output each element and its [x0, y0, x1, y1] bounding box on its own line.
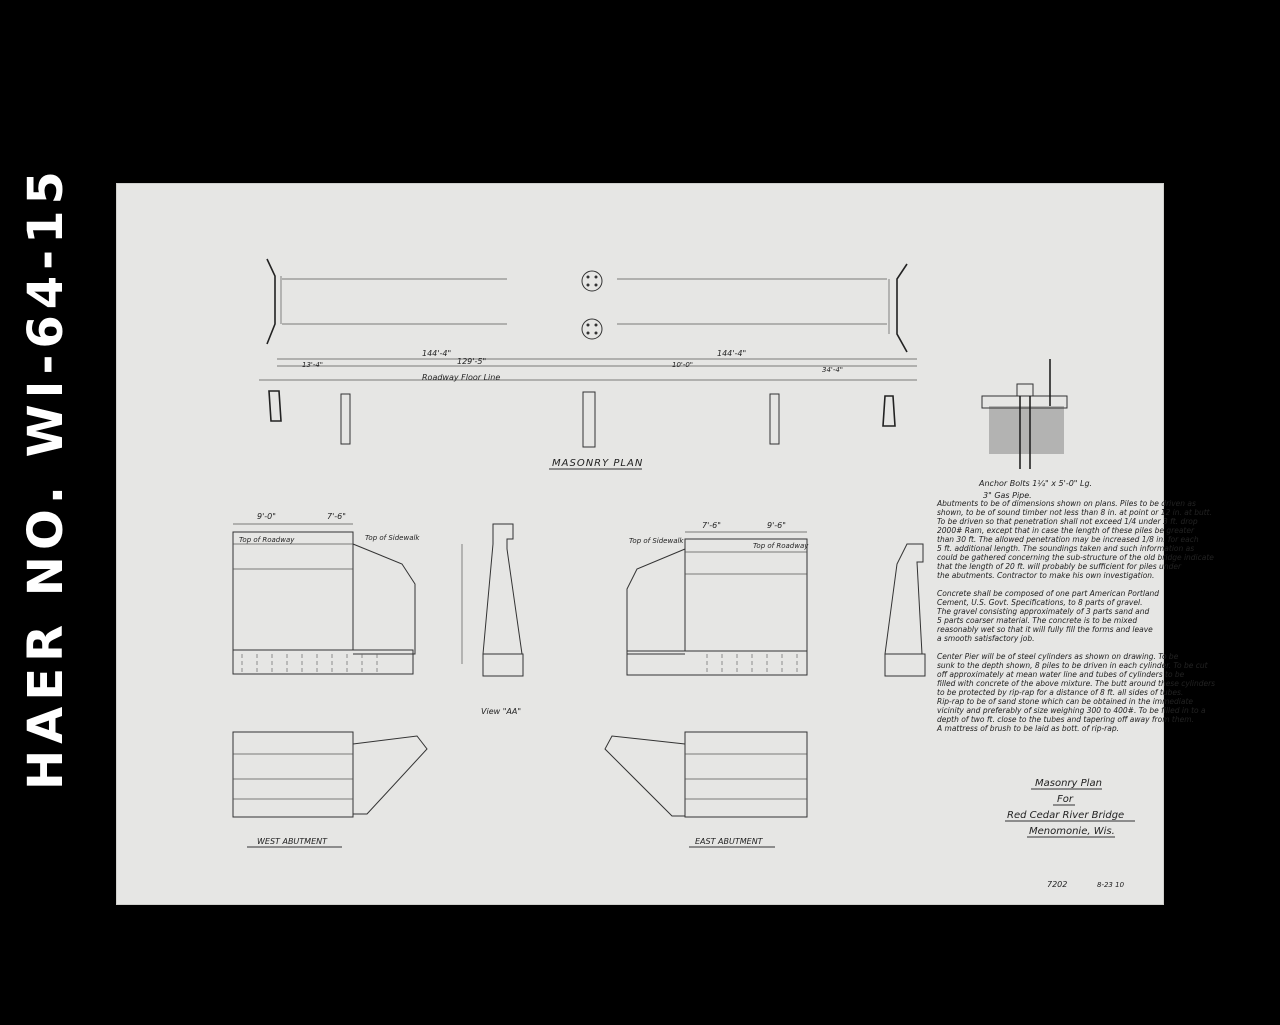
concrete-note: 5 parts coarser material. The concrete i…	[937, 616, 1137, 625]
pier-note: sunk to the depth shown, 8 piles to be d…	[937, 661, 1209, 670]
drawing-svg: 144'-4" 129'-5" 144'-4" 13'-4" 10'-0" 34…	[232, 258, 1215, 889]
abutment-wall	[232, 531, 354, 651]
concrete-note: reasonably wet so that it will fully fil…	[937, 625, 1153, 634]
pier-pile	[582, 391, 596, 448]
dim-13: 13'-4"	[302, 361, 323, 369]
title-block: Masonry Plan For Red Cedar River Bridge …	[1005, 778, 1135, 889]
dim-144-right: 144'-4"	[717, 349, 746, 358]
note-line: Abutments to be of dimensions shown on p…	[936, 499, 1196, 508]
dim-w1: 9'-0"	[257, 512, 276, 521]
pier-note: off approximately at mean water line and…	[937, 670, 1185, 679]
dim-e1: 7'-6"	[702, 521, 721, 530]
note-line: To be driven so that penetration shall n…	[937, 517, 1198, 526]
west-pile	[268, 390, 282, 422]
east-abutment-plan-shape	[896, 263, 908, 353]
anchor-bolt-detail: Anchor Bolts 1¼" x 5'-0" Lg. 3" Gas Pipe…	[978, 359, 1092, 500]
west-abutment-plan-shape	[266, 258, 276, 345]
pier-note: to be protected by rip-rap for a distanc…	[937, 688, 1183, 697]
title-line-1: Masonry Plan	[1035, 778, 1102, 789]
note-line: than 30 ft. The allowed penetration may …	[937, 535, 1199, 544]
dim-129: 129'-5"	[457, 357, 486, 366]
title-line-3: Red Cedar River Bridge	[1007, 810, 1124, 821]
east-abutment-elevation: 7'-6" 9'-6" Top of Sidewalk Top of Roadw…	[604, 521, 809, 848]
gas-pipe-text: 3" Gas Pipe.	[983, 491, 1032, 500]
pile	[340, 393, 351, 445]
dim-34: 34'-4"	[822, 366, 843, 374]
east-pile	[882, 395, 896, 427]
note-line: could be gathered concerning the sub-str…	[937, 553, 1214, 562]
top-of-roadway-label: Top of Roadway	[753, 542, 809, 550]
abutment-wall	[684, 538, 808, 652]
pier-cylinder	[581, 270, 603, 292]
drawing-sheet: 144'-4" 129'-5" 144'-4" 13'-4" 10'-0" 34…	[116, 183, 1215, 905]
pile	[769, 393, 780, 445]
dim-10: 10'-0"	[672, 361, 693, 369]
top-of-roadway-label: Top of Roadway	[239, 536, 295, 544]
title-line-2: For	[1057, 794, 1074, 805]
haer-number-text: HAER NO. WI-64-15	[18, 165, 74, 790]
pier-cylinder	[581, 318, 603, 340]
pier-note: filled with concrete of the above mixtur…	[937, 679, 1215, 688]
east-abutment-label: EAST ABUTMENT	[695, 837, 764, 846]
west-abutment-elevation: 9'-0" 7'-6" Top of Roadway Top of Sidewa…	[232, 512, 428, 848]
pier-note: A mattress of brush to be laid as bott. …	[936, 724, 1119, 733]
masonry-plan-label: MASONRY PLAN	[552, 458, 643, 469]
note-line: that the length of 20 ft. will probably …	[937, 562, 1182, 571]
drawing-date: 8-23 10	[1097, 881, 1125, 889]
footing	[232, 649, 414, 675]
masonry-plan: 144'-4" 129'-5" 144'-4" 13'-4" 10'-0" 34…	[259, 258, 917, 470]
footing	[626, 650, 808, 676]
west-abutment-label: WEST ABUTMENT	[257, 837, 328, 846]
abutment-plan	[684, 731, 808, 818]
dim-144-left: 144'-4"	[422, 349, 451, 358]
top-of-sidewalk-label: Top of Sidewalk	[365, 534, 420, 542]
concrete-note: Concrete shall be composed of one part A…	[937, 589, 1159, 598]
concrete-note: The gravel consisting approximately of 3…	[937, 607, 1149, 616]
top-of-sidewalk-label: Top of Sidewalk	[629, 537, 684, 545]
east-view-section	[884, 543, 926, 677]
pier-note: vicinity and preferably of size weighing…	[937, 706, 1206, 715]
dim-e2: 9'-6"	[767, 521, 786, 530]
dim-w2: 7'-6"	[327, 512, 346, 521]
note-line: shown, to be of sound timber not less th…	[937, 508, 1212, 517]
pier-note: depth of two ft. close to the tubes and …	[937, 715, 1194, 724]
abutment-plan	[232, 731, 354, 818]
anchor-bolts-text: Anchor Bolts 1¼" x 5'-0" Lg.	[978, 479, 1092, 488]
haer-number-label: HAER NO. WI-64-15	[18, 165, 78, 790]
concrete-note: a smooth satisfactory job.	[937, 634, 1035, 643]
view-aa-section	[482, 523, 523, 655]
note-line: 2000# Ram, except that in case the lengt…	[937, 526, 1195, 535]
drawing-number: 7202	[1047, 880, 1067, 889]
note-line: 5 ft. additional length. The soundings t…	[937, 544, 1194, 553]
concrete-note: Cement, U.S. Govt. Specifications, to 8 …	[937, 598, 1142, 607]
pier-note: Rip-rap to be of sand stone which can be…	[937, 697, 1193, 706]
view-aa-label: View "AA"	[481, 707, 521, 716]
specification-notes: Abutments to be of dimensions shown on p…	[936, 499, 1215, 733]
east-section	[884, 543, 924, 655]
note-line: the abutments. Contractor to make his ow…	[937, 571, 1154, 580]
view-aa: View "AA"	[461, 523, 524, 716]
roadway-floor-line: Roadway Floor Line	[422, 373, 500, 382]
pier-note: Center Pier will be of steel cylinders a…	[937, 652, 1179, 661]
title-line-4: Menomonie, Wis.	[1029, 826, 1115, 837]
